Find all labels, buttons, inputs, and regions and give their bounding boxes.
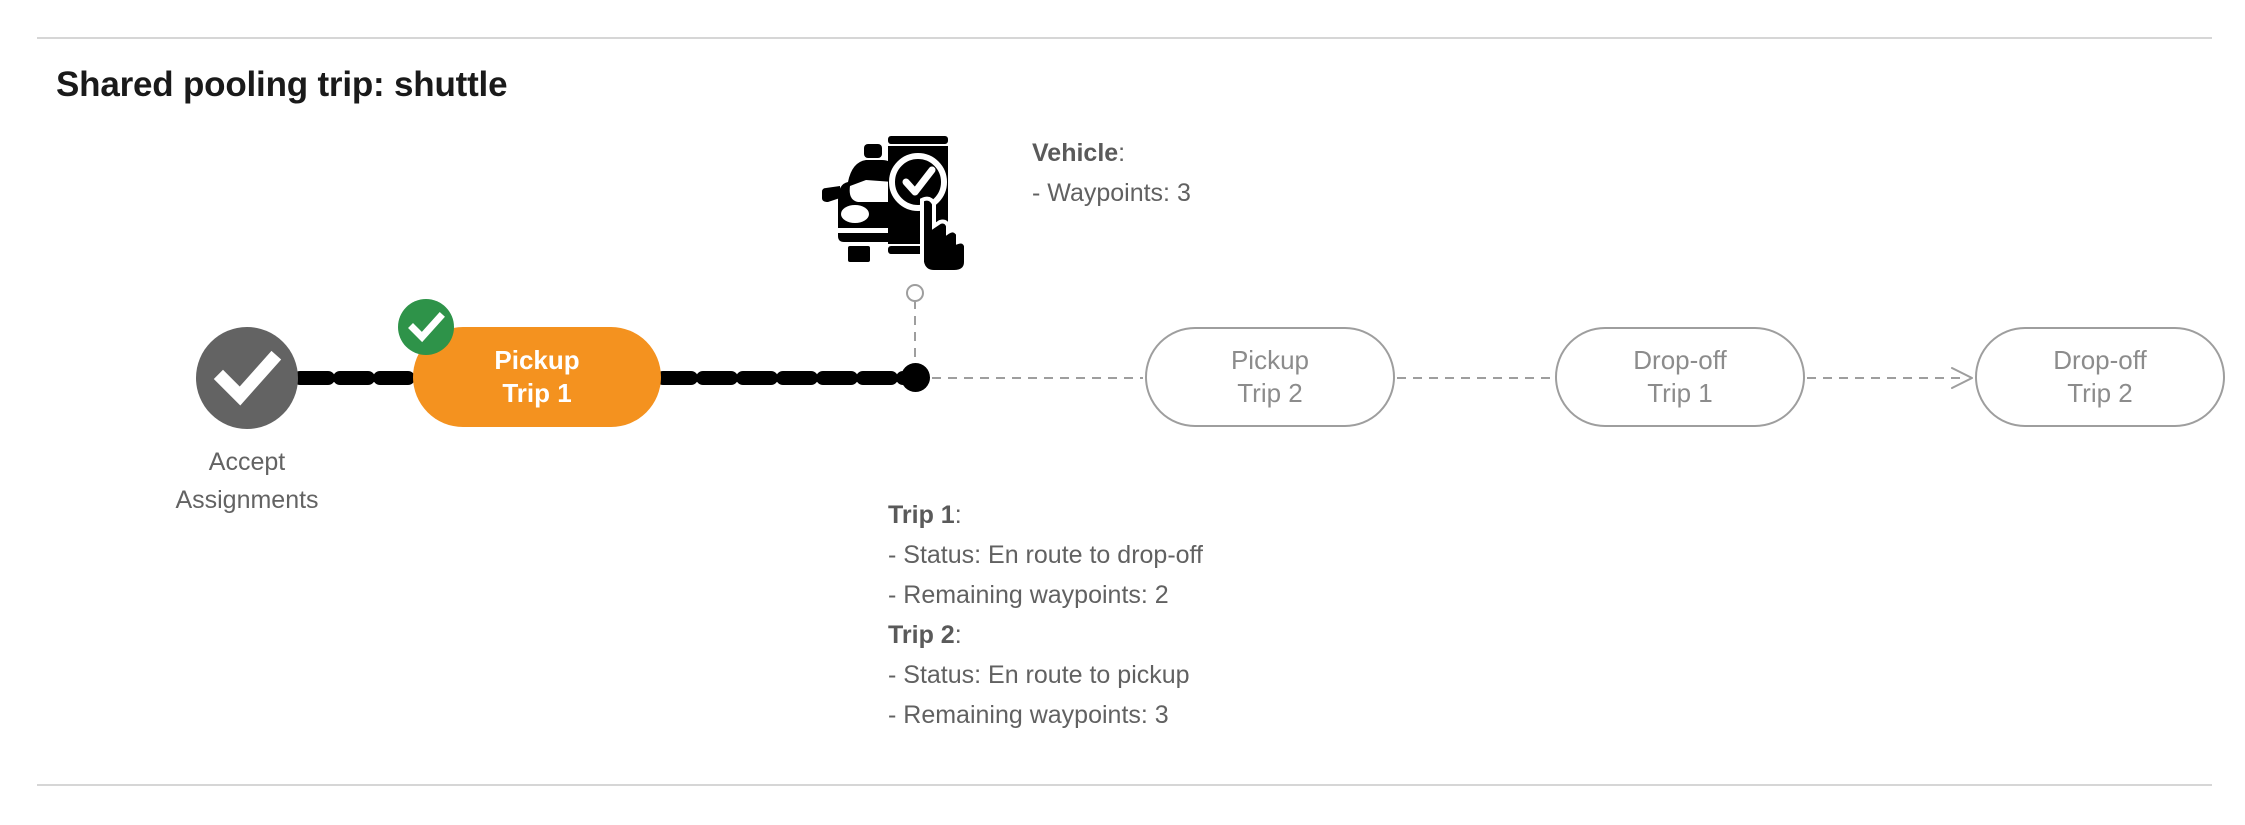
node-dropoff-trip-1-line-2: Trip 1 [1647,378,1713,408]
node-dropoff-trip-2-line-1: Drop-off [2053,345,2147,375]
start-label-line-1: Accept [208,448,286,476]
trip2-heading: Trip 2: [888,615,1203,655]
start-label-line-2: Assignments [175,486,319,514]
trip2-status: - Status: En route to pickup [888,661,1190,689]
node-pickup-trip-1-status-badge [398,299,454,355]
node-pickup-trip-2-line-1: Pickup [1230,345,1310,375]
check-circle-icon [213,350,282,406]
node-pickup-trip-2[interactable]: Pickup Trip 2 [1145,327,1395,427]
node-dropoff-trip-2[interactable]: Drop-off Trip 2 [1975,327,2225,427]
check-badge-icon [408,312,445,343]
divider-top [37,37,2212,39]
node-dropoff-trip-2-line-2: Trip 2 [2067,378,2133,408]
node-dropoff-trip-1-line-1: Drop-off [1633,345,1727,375]
trip2-remaining-waypoints: - Remaining waypoints: 3 [888,701,1169,729]
node-pickup-trip-1[interactable]: Pickup Trip 1 [413,327,661,427]
vehicle-info-heading: Vehicle: [1032,133,1191,173]
node-accept-assignments-label: Accept Assignments [126,443,368,519]
trip1-remaining-waypoints: - Remaining waypoints: 2 [888,581,1169,609]
trip-info-block: Trip 1: - Status: En route to drop-off -… [888,495,1203,735]
node-pickup-trip-2-line-2: Trip 2 [1237,378,1303,408]
page-title: Shared pooling trip: shuttle [56,65,508,104]
node-dropoff-trip-1[interactable]: Drop-off Trip 1 [1555,327,1805,427]
node-accept-assignments[interactable] [196,327,298,429]
vehicle-tether-anchor-icon [906,284,924,302]
divider-bottom [37,784,2212,786]
vehicle-info-heading-label: Vehicle [1032,139,1119,167]
trip1-heading-colon: : [954,501,962,529]
vehicle-info-heading-colon: : [1118,139,1126,167]
trip1-heading: Trip 1: [888,495,1203,535]
arrowhead-icon [1951,367,1973,389]
vehicle-info-waypoints: - Waypoints: 3 [1032,179,1191,207]
trip2-heading-label: Trip 2 [888,621,955,649]
vehicle-position-marker[interactable] [901,363,930,392]
trip1-heading-label: Trip 1 [888,501,955,529]
trip1-status: - Status: En route to drop-off [888,541,1203,569]
node-pickup-trip-1-line-2: Trip 1 [502,378,572,408]
car-phone-check-icon [818,122,970,272]
trip2-heading-colon: : [954,621,962,649]
vehicle-info-block: Vehicle: - Waypoints: 3 [1032,133,1191,213]
node-pickup-trip-1-line-1: Pickup [494,345,580,375]
